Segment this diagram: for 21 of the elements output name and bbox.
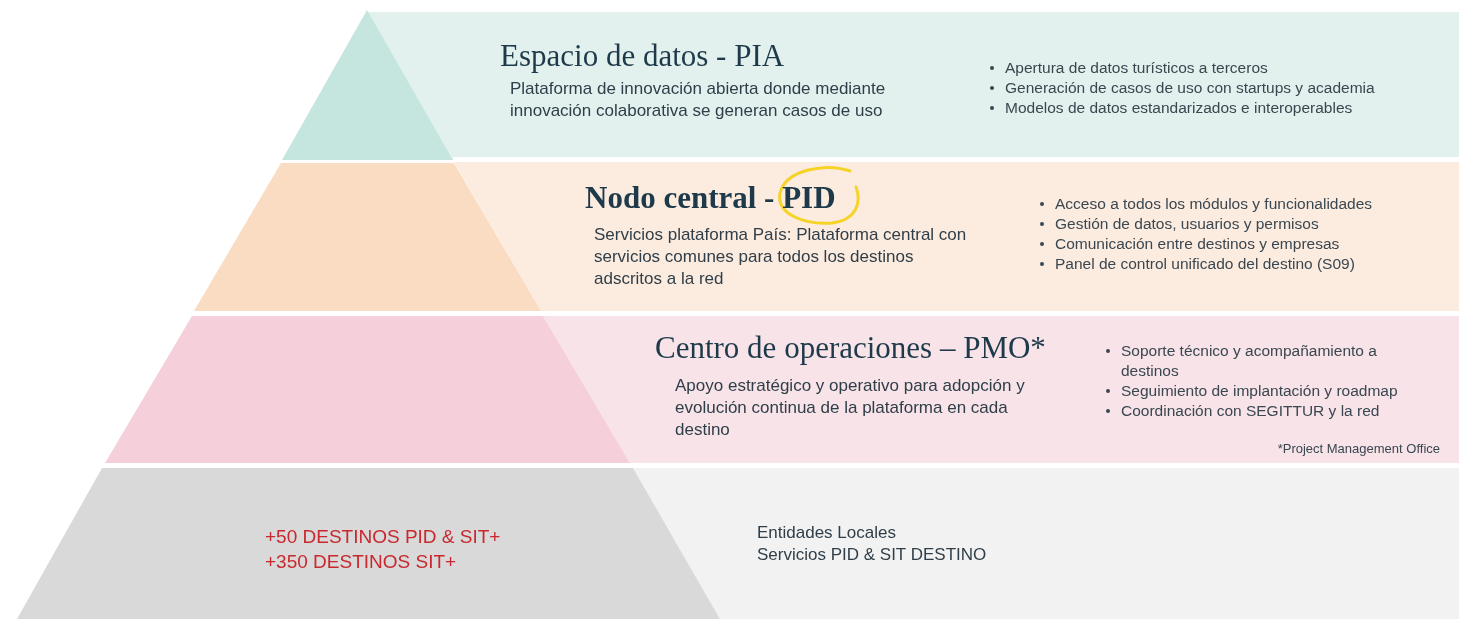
layer-text: Servicios PID & SIT DESTINO bbox=[757, 544, 987, 566]
bullet-item: Comunicación entre destinos y empresas bbox=[1055, 234, 1340, 254]
layer-title: Espacio de datos - PIA bbox=[500, 38, 785, 74]
bullet-item: Apertura de datos turísticos a terceros bbox=[1005, 58, 1268, 78]
layer-description: Servicios plataforma País: Plataforma central con servicios comunes para todos los destinos adscritos a la red bbox=[594, 224, 968, 290]
bullet-item: Generación de casos de uso con startups y academia bbox=[1005, 78, 1375, 98]
layer-description: Plataforma de innovación abierta donde mediante innovación colaborativa se generan casos de uso bbox=[510, 78, 887, 122]
bullet-item: Seguimiento de implantación y roadmap bbox=[1121, 381, 1398, 401]
bullet-item: Acceso a todos los módulos y funcionalidades bbox=[1055, 194, 1373, 214]
bullet-item: Soporte técnico y acompañamiento a destinos bbox=[1121, 341, 1378, 381]
bullet-item: Panel de control unificado del destino (S09) bbox=[1055, 254, 1355, 274]
destination-count: +50 DESTINOS PID & SIT+ bbox=[265, 525, 501, 549]
bullet-item: Coordinación con SEGITTUR y la red bbox=[1121, 401, 1380, 421]
layer-title: Centro de operaciones – PMO* bbox=[655, 330, 1046, 366]
bullet-item: Modelos de datos estandarizados e interoperables bbox=[1005, 98, 1353, 118]
destination-count: +350 DESTINOS SIT+ bbox=[265, 550, 458, 574]
layer-title: Nodo central - PID bbox=[585, 180, 836, 216]
footnote: *Project Management Office bbox=[1277, 439, 1440, 458]
bullet-item: Gestión de datos, usuarios y permisos bbox=[1055, 214, 1319, 234]
layer-description: Apoyo estratégico y operativo para adopción y evolución continua de la plataforma en cada destino bbox=[675, 375, 1026, 441]
layer-text: Entidades Locales bbox=[757, 522, 897, 544]
